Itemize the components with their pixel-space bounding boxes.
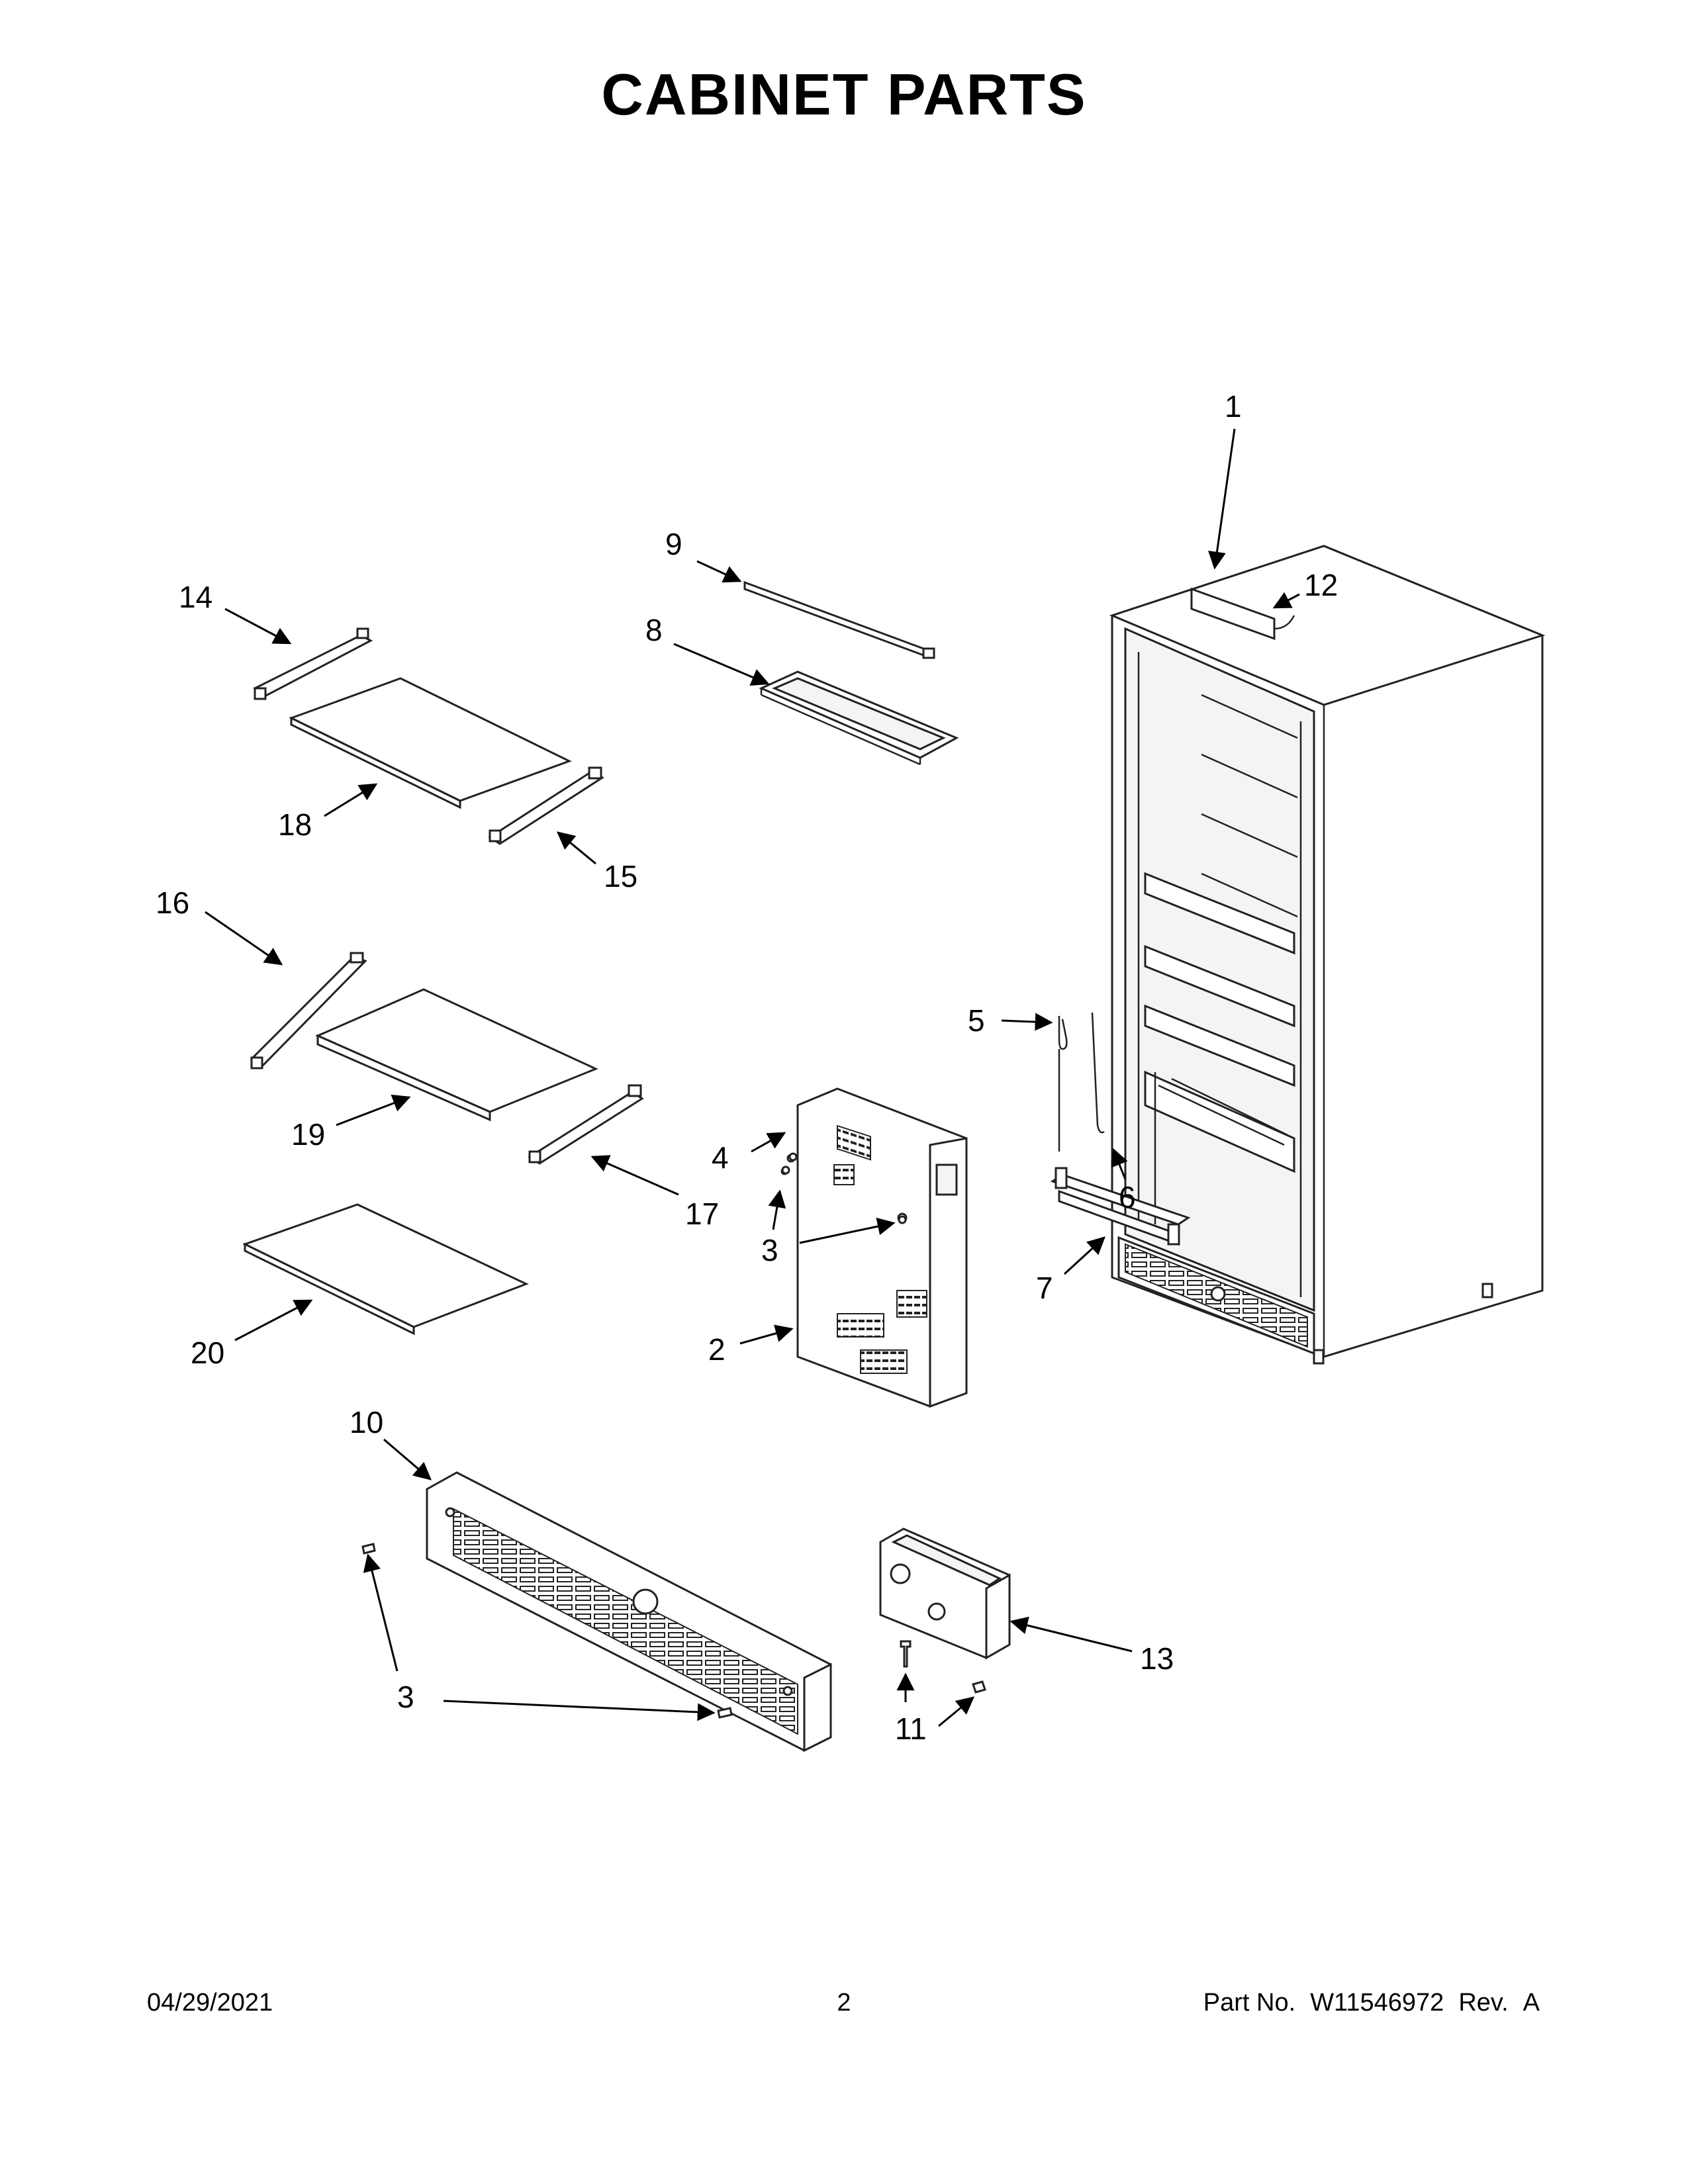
rev-value: A [1523,1989,1540,2017]
footer-date: 04/29/2021 [147,1989,273,2017]
part-no-value: W11546972 [1310,1989,1444,2017]
part-13-tank [879,1527,1011,1660]
part-20-glass-shelf [242,1203,529,1336]
callout-6: 6 [1119,1180,1136,1214]
callout-1: 1 [1225,389,1242,424]
part-10-grille [426,1471,832,1752]
callout-12: 12 [1304,568,1338,602]
callout-numbers: 1 12 9 8 14 18 15 16 19 17 20 4 3 2 5 6 … [156,389,1338,1746]
part-9-rod [743,580,935,659]
callout-8: 8 [645,613,663,647]
part-8-housing [759,670,959,766]
callout-3-panel: 3 [761,1233,778,1267]
callout-5: 5 [968,1003,985,1038]
callout-17: 17 [685,1197,719,1231]
callout-15: 15 [604,859,637,893]
callout-18: 18 [278,807,312,842]
rev-label: Rev. [1458,1989,1509,2017]
screws [361,1152,986,1719]
callout-19: 19 [291,1117,325,1152]
cabinet-part [1109,545,1546,1365]
footer-page-number: 2 [837,1989,851,2017]
callout-13: 13 [1140,1641,1174,1676]
shelf-upper [253,627,604,845]
callout-20: 20 [191,1336,224,1370]
callout-4: 4 [712,1140,729,1175]
callout-11: 11 [895,1711,927,1746]
callout-2: 2 [708,1332,726,1367]
part-5-6-7-assembly [1050,1012,1191,1246]
page-title: CABINET PARTS [601,62,1087,127]
callout-16: 16 [156,886,189,920]
part-2-panel [780,1087,968,1408]
leader-arrows [205,428,1300,1727]
callout-7: 7 [1036,1271,1053,1305]
footer-part-number: Part No. W11546972 Rev. A [1203,1989,1540,2017]
shelf-middle [250,952,644,1165]
callout-14: 14 [179,580,212,614]
part-no-label: Part No. [1203,1989,1296,2017]
callout-3-grille: 3 [397,1680,414,1714]
callout-10: 10 [350,1405,383,1439]
callout-9: 9 [665,527,682,561]
